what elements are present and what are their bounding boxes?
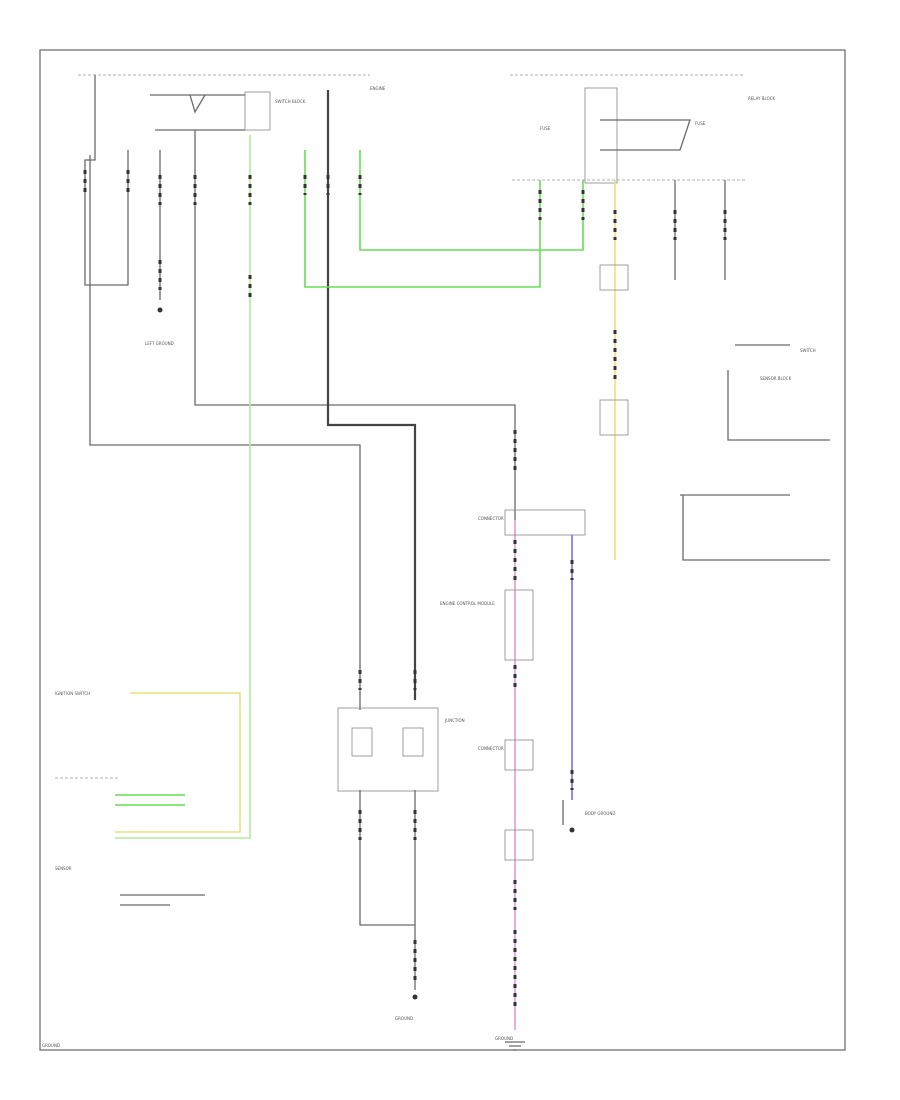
label-module-2: JUNCTION — [444, 718, 465, 723]
ground-symbol-blue — [569, 827, 575, 833]
relay-box-center — [504, 589, 534, 661]
wire-left-bottom — [120, 894, 205, 906]
ground-symbol-2 — [505, 1041, 525, 1051]
relay-block-box — [584, 87, 618, 184]
wire-green-1 — [304, 150, 541, 288]
label-switch-3: SWITCH — [800, 348, 816, 353]
module-element-2 — [402, 727, 424, 757]
wire-light-green — [115, 135, 251, 839]
label-ground-2: GROUND — [495, 1036, 513, 1041]
label-engine: ENGINE — [370, 86, 386, 91]
wire-black-left-long — [89, 155, 361, 710]
wire-black-mid — [194, 130, 516, 520]
module-box — [337, 707, 439, 792]
left-ground-symbol — [157, 307, 163, 313]
connector-box-center — [504, 509, 586, 536]
label-switch-block: SWITCH BLOCK — [275, 99, 306, 104]
connector-box-4 — [504, 829, 534, 861]
connector-box-1 — [599, 264, 629, 291]
label-fuse-2: FUSE — [695, 121, 706, 126]
wire-right-switch-2 — [680, 494, 830, 561]
label-switch-2: SENSOR — [55, 866, 72, 871]
label-body-ground: BODY GROUND — [585, 811, 615, 816]
label-footer: GROUND — [42, 1043, 60, 1048]
diagram-frame — [39, 49, 846, 1051]
connector-box-2 — [599, 399, 629, 436]
label-left-ground: LEFT GROUND — [145, 341, 174, 346]
wire-dark-grey — [326, 90, 417, 700]
wire-left-loop — [84, 75, 129, 286]
label-fuse-1: FUSE — [540, 126, 551, 131]
label-switch-1: IGNITION SWITCH — [55, 691, 90, 696]
relay-coil — [600, 119, 691, 151]
label-connector-2: CONNECTOR — [478, 746, 504, 751]
wire-right-switch-1 — [727, 344, 830, 441]
switch-block-box — [244, 91, 271, 131]
label-ground-1: GROUND — [395, 1016, 413, 1021]
wire-module-out — [359, 790, 416, 990]
connector-box-3 — [504, 739, 534, 771]
connector-marks — [83, 170, 727, 1010]
label-connector-1: CONNECTOR — [478, 516, 504, 521]
wire-green-2 — [359, 150, 584, 251]
module-element-1 — [351, 727, 373, 757]
label-sensor-block: SENSOR BLOCK — [760, 376, 792, 381]
ground-symbol-1 — [412, 994, 418, 1000]
label-module-1: ENGINE CONTROL MODULE — [440, 601, 495, 606]
label-relay-block: RELAY BLOCK — [748, 96, 776, 101]
switch-arm-1 — [150, 94, 245, 114]
wire-yellow-left — [115, 692, 241, 833]
